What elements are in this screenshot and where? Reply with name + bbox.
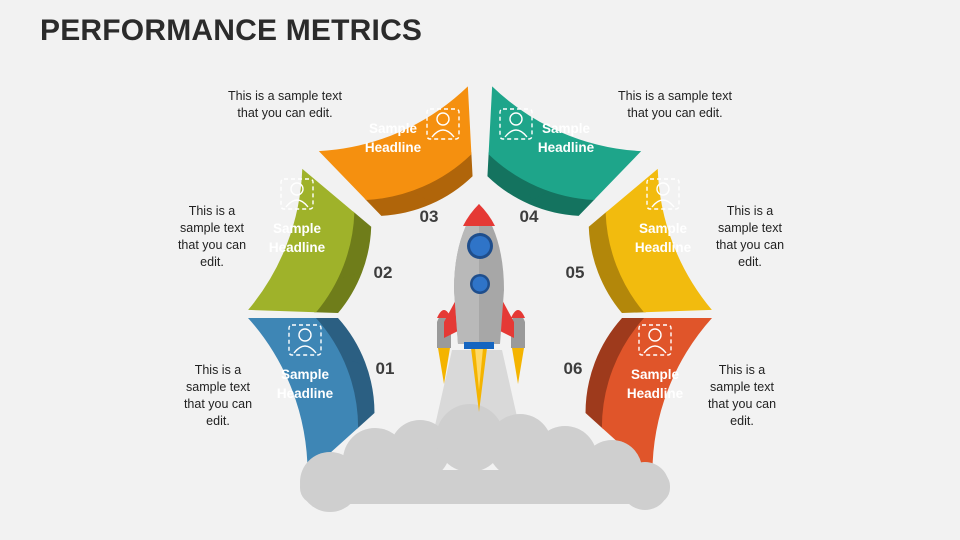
description-line: This is a bbox=[188, 204, 236, 218]
segment-04 bbox=[488, 86, 642, 201]
description-line: that you can bbox=[177, 238, 247, 252]
description-line: edit. bbox=[730, 414, 754, 428]
smoke-cloud bbox=[300, 350, 670, 512]
description-line: that you can edit. bbox=[627, 106, 723, 120]
segment-headline: Sample bbox=[369, 121, 418, 136]
segment-number: 03 bbox=[420, 207, 439, 226]
segment-pointer-01 bbox=[341, 357, 361, 382]
segment-02 bbox=[248, 168, 355, 313]
segment-description-06: This is a sample text that you can edit. bbox=[662, 362, 822, 430]
segment-headline: Headline bbox=[269, 240, 326, 255]
segment-number: 04 bbox=[520, 207, 539, 226]
segment-03 bbox=[318, 86, 472, 201]
segment-description-05: This is a sample text that you can edit. bbox=[670, 203, 830, 271]
segment-shadows bbox=[314, 152, 646, 430]
description-line: sample text bbox=[186, 380, 250, 394]
description-line: This is a sample text bbox=[228, 89, 342, 103]
description-line: edit. bbox=[200, 255, 224, 269]
segment-headline: Sample bbox=[639, 221, 688, 236]
segment-headline: Headline bbox=[635, 240, 692, 255]
description-line: that you can edit. bbox=[237, 106, 333, 120]
segment-pointer-04 bbox=[525, 181, 549, 201]
segment-shadow-02 bbox=[314, 211, 372, 314]
segment-06 bbox=[601, 318, 712, 474]
segment-description-03: This is a sample text that you can edit. bbox=[205, 88, 365, 122]
segment-01 bbox=[248, 318, 359, 474]
segment-description-02: This is a sample text that you can edit. bbox=[132, 203, 292, 271]
description-line: This is a bbox=[194, 363, 242, 377]
description-line: sample text bbox=[718, 221, 782, 235]
rocket-illustration bbox=[437, 204, 525, 412]
segment-headline: Headline bbox=[365, 140, 422, 155]
person-network-icon bbox=[638, 324, 672, 356]
segment-shadow-04 bbox=[487, 152, 596, 216]
page-title: PERFORMANCE METRICS bbox=[40, 14, 423, 47]
cloud-documents-icon bbox=[646, 178, 680, 210]
segment-pointer-05 bbox=[599, 254, 619, 279]
description-line: that you can bbox=[715, 238, 785, 252]
description-line: sample text bbox=[710, 380, 774, 394]
segment-headline: Sample bbox=[273, 221, 322, 236]
segment-pointer-02 bbox=[341, 254, 361, 279]
segment-05 bbox=[605, 168, 712, 313]
segment-shadow-06 bbox=[585, 318, 646, 430]
segment-pointer-06 bbox=[599, 357, 619, 382]
presenter-board-icon bbox=[280, 178, 314, 210]
description-line: This is a bbox=[726, 204, 774, 218]
segment-shadow-03 bbox=[364, 152, 473, 216]
segment-headline: Headline bbox=[538, 140, 595, 155]
segment-shadow-01 bbox=[314, 318, 375, 430]
segment-shadow-05 bbox=[588, 211, 646, 314]
segment-numbers: 01 02 03 04 05 06 bbox=[374, 207, 585, 378]
description-line: This is a sample text bbox=[618, 89, 732, 103]
segment-headline: Headline bbox=[627, 386, 684, 401]
description-line: This is a bbox=[718, 363, 766, 377]
segment-description-01: This is a sample text that you can edit. bbox=[138, 362, 298, 430]
segment-headline: Headline bbox=[277, 386, 334, 401]
segment-number: 02 bbox=[374, 263, 393, 282]
segment-headline: Sample bbox=[631, 367, 680, 382]
description-line: sample text bbox=[180, 221, 244, 235]
description-line: that you can bbox=[183, 397, 253, 411]
description-line: edit. bbox=[738, 255, 762, 269]
segment-number: 01 bbox=[376, 359, 395, 378]
description-line: that you can bbox=[707, 397, 777, 411]
segment-number: 05 bbox=[566, 263, 585, 282]
team-network-icon bbox=[426, 108, 460, 140]
segment-headline: Sample bbox=[281, 367, 330, 382]
segments: SampleHeadlineSampleHeadlineSampleHeadli… bbox=[248, 86, 712, 474]
segment-headline: Sample bbox=[542, 121, 591, 136]
segment-pointer-03 bbox=[411, 181, 435, 201]
segment-number: 06 bbox=[564, 359, 583, 378]
description-line: edit. bbox=[206, 414, 230, 428]
plant-head-icon bbox=[288, 324, 322, 356]
segment-description-04: This is a sample text that you can edit. bbox=[595, 88, 755, 122]
rocket-growth-icon bbox=[499, 108, 533, 140]
